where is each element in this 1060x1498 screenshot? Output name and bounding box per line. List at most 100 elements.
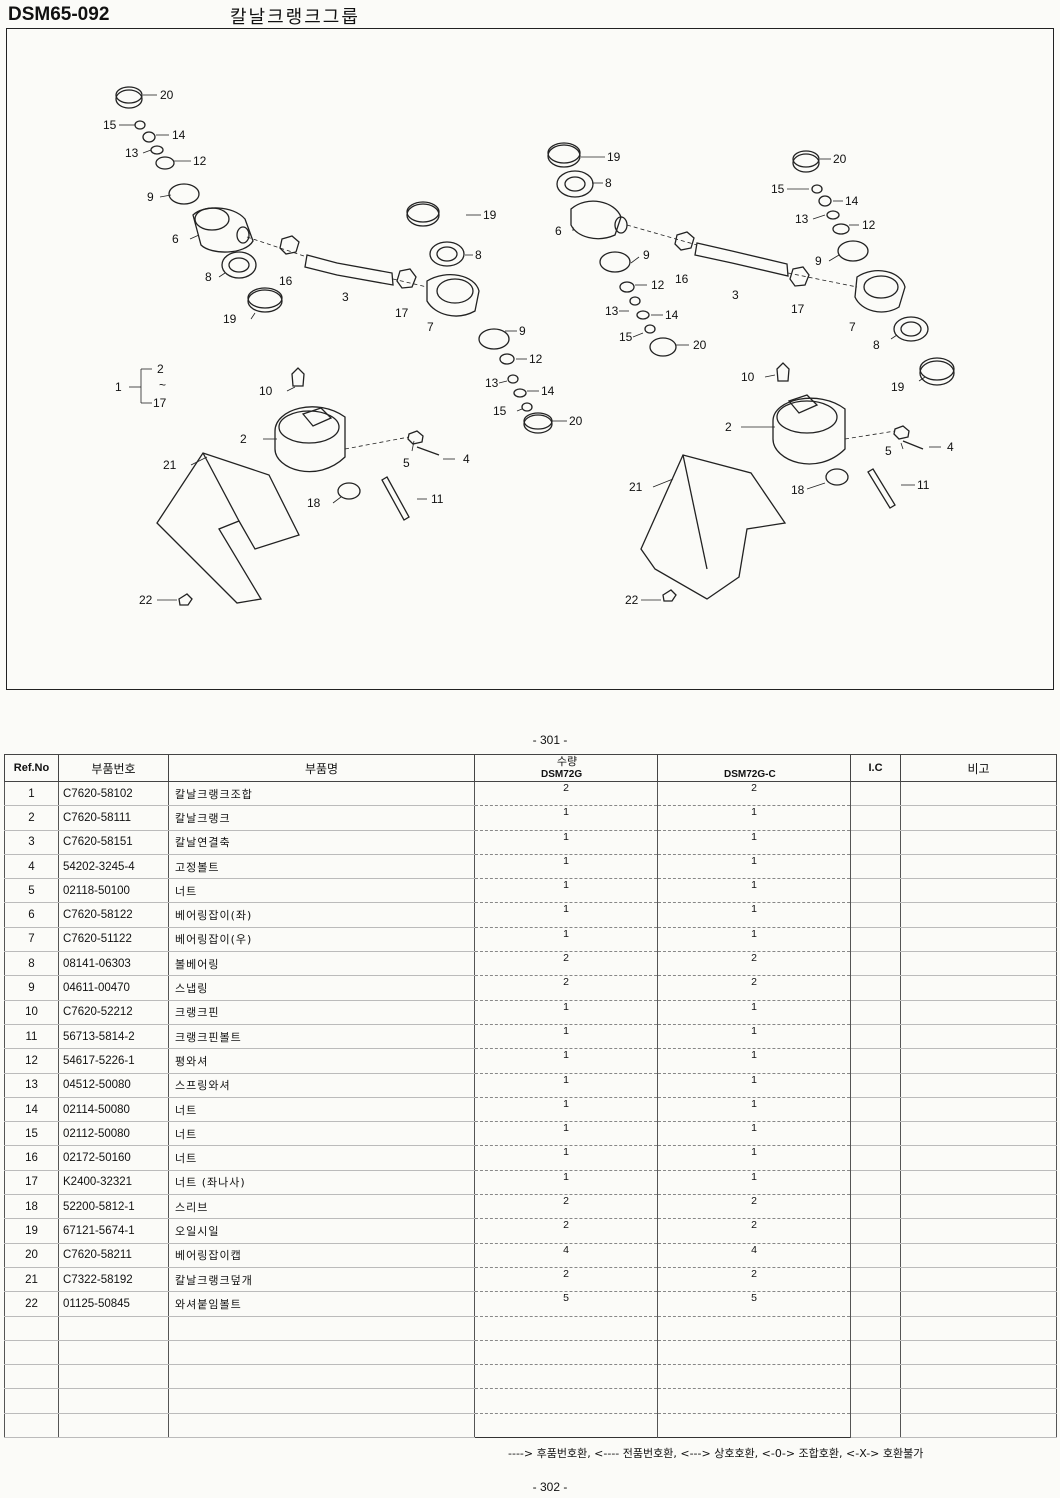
part-number-cell: C7620-51122 <box>58 927 169 953</box>
header-name: 부품명 <box>168 754 475 782</box>
part-number-cell: 01125-50845 <box>58 1291 169 1317</box>
ref-cell: 13 <box>4 1073 59 1098</box>
empty-cell <box>168 1388 475 1414</box>
page-number-bottom: - 302 - <box>532 1480 568 1494</box>
empty-cell <box>850 1340 901 1366</box>
ic-cell <box>850 975 901 1001</box>
qty-model2-cell: 1 <box>657 1145 851 1171</box>
qty-model2-cell: 1 <box>657 1073 851 1098</box>
part-number-cell: 02112-50080 <box>58 1121 169 1147</box>
remark-cell <box>900 1048 1057 1074</box>
empty-cell <box>474 1388 658 1414</box>
ic-cell <box>850 1073 901 1098</box>
empty-cell <box>58 1364 169 1390</box>
header-qty: 수량 <box>556 756 578 768</box>
remark-cell <box>900 1024 1057 1050</box>
svg-text:8: 8 <box>475 248 482 262</box>
ic-cell <box>850 805 901 831</box>
empty-cell <box>4 1364 59 1390</box>
svg-text:10: 10 <box>259 384 273 398</box>
group-title: 칼날크랭크그룹 <box>230 7 360 28</box>
empty-cell <box>474 1316 658 1341</box>
qty-model2-cell: 2 <box>657 975 851 1001</box>
ic-cell <box>850 1121 901 1147</box>
empty-cell <box>900 1316 1057 1341</box>
empty-cell <box>58 1388 169 1414</box>
qty-model2-cell: 2 <box>657 1218 851 1244</box>
ref-cell: 18 <box>4 1194 59 1220</box>
qty-model2-cell: 1 <box>657 830 851 855</box>
svg-text:14: 14 <box>541 384 555 398</box>
part-name-cell: 베어링잡이캡 <box>168 1243 475 1268</box>
part-name-cell: 너트 <box>168 1145 475 1171</box>
part-name-cell: 너트 (좌나사) <box>168 1170 475 1196</box>
remark-cell <box>900 951 1057 977</box>
qty-model1-cell: 1 <box>474 805 658 831</box>
empty-cell <box>474 1413 658 1439</box>
remark-cell <box>900 1218 1057 1244</box>
part-name-cell: 평와셔 <box>168 1048 475 1074</box>
svg-text:11: 11 <box>917 478 930 492</box>
empty-cell <box>850 1413 901 1439</box>
empty-cell <box>657 1413 851 1439</box>
page-header: DSM65-092 칼날크랭크그룹 <box>0 0 1060 30</box>
ref-cell: 15 <box>4 1121 59 1147</box>
remark-cell <box>900 830 1057 855</box>
empty-row <box>4 1413 1057 1439</box>
svg-text:5: 5 <box>885 444 892 458</box>
part-name-cell: 스프링와셔 <box>168 1073 475 1098</box>
ic-cell <box>850 951 901 977</box>
qty-model1-cell: 1 <box>474 878 658 904</box>
qty-model1-cell: 2 <box>474 781 658 807</box>
part-name-cell: 너트 <box>168 878 475 904</box>
svg-text:2: 2 <box>157 362 164 376</box>
part-number-cell: C7620-58102 <box>58 781 169 807</box>
svg-text:4: 4 <box>947 440 954 454</box>
svg-text:6: 6 <box>555 224 562 238</box>
ic-cell <box>850 1218 901 1244</box>
parts-table: Ref.No 부품번호 부품명 DSM72G 수량 DSM72G-C I.C 비… <box>4 754 1057 1439</box>
remark-cell <box>900 1121 1057 1147</box>
svg-text:19: 19 <box>891 380 905 394</box>
svg-text:7: 7 <box>849 320 856 334</box>
ref-cell: 12 <box>4 1048 59 1074</box>
qty-model1-cell: 1 <box>474 1000 658 1025</box>
svg-text:16: 16 <box>279 274 293 288</box>
ic-cell <box>850 878 901 904</box>
part-name-cell: 베어링잡이(좌) <box>168 902 475 928</box>
header-qty-model2: 수량 DSM72G-C <box>557 754 851 782</box>
empty-cell <box>58 1413 169 1439</box>
empty-cell <box>900 1413 1057 1439</box>
remark-cell <box>900 1170 1057 1196</box>
remark-cell <box>900 1073 1057 1098</box>
qty-model2-cell: 1 <box>657 1024 851 1050</box>
part-number-cell: 02172-50160 <box>58 1145 169 1171</box>
svg-text:9: 9 <box>815 254 822 268</box>
svg-text:16: 16 <box>675 272 689 286</box>
remark-cell <box>900 1000 1057 1025</box>
empty-cell <box>58 1340 169 1366</box>
header-ic: I.C <box>850 754 901 782</box>
part-name-cell: 베어링잡이(우) <box>168 927 475 953</box>
qty-model1-cell: 1 <box>474 1048 658 1074</box>
part-name-cell: 칼날크랭크조합 <box>168 781 475 807</box>
svg-text:~: ~ <box>159 378 166 392</box>
qty-model1-cell: 1 <box>474 927 658 953</box>
part-number-cell: C7620-58151 <box>58 830 169 855</box>
part-number-cell: 04512-50080 <box>58 1073 169 1098</box>
empty-cell <box>900 1388 1057 1414</box>
svg-text:2: 2 <box>240 432 247 446</box>
part-name-cell: 스리브 <box>168 1194 475 1220</box>
qty-model2-cell: 1 <box>657 1097 851 1123</box>
qty-model2-cell: 5 <box>657 1291 851 1317</box>
qty-model1-cell: 1 <box>474 854 658 880</box>
part-number-cell: 67121-5674-1 <box>58 1218 169 1244</box>
